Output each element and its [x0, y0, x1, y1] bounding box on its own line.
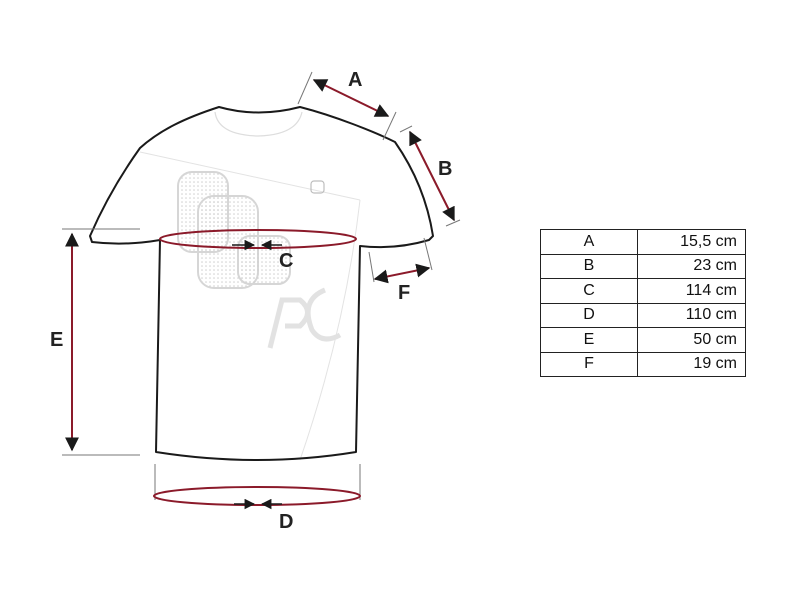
- label-e: E: [50, 329, 63, 351]
- table-row: A 15,5 cm: [540, 229, 746, 255]
- measure-b: [399, 125, 461, 227]
- size-value: 23 cm: [637, 253, 746, 279]
- size-value: 19 cm: [637, 351, 746, 377]
- table-row: C 114 cm: [540, 278, 746, 304]
- table-row: E 50 cm: [540, 327, 746, 353]
- table-row: B 23 cm: [540, 253, 746, 279]
- measure-a: [297, 71, 397, 141]
- size-table: A 15,5 cm B 23 cm C 114 cm D 110 cm E 50…: [540, 229, 746, 377]
- size-key: E: [540, 327, 638, 353]
- table-row: D 110 cm: [540, 302, 746, 328]
- size-value: 50 cm: [637, 327, 746, 353]
- label-a: A: [348, 69, 362, 91]
- tshirt-outline: [89, 106, 434, 461]
- measure-e: [62, 228, 140, 456]
- measure-c: [159, 229, 357, 251]
- size-value: 110 cm: [637, 302, 746, 328]
- label-d: D: [279, 511, 293, 533]
- label-f: F: [398, 282, 410, 304]
- size-key: A: [540, 229, 638, 255]
- shirt-print-watermark: [139, 111, 361, 461]
- measure-d: [153, 464, 361, 510]
- measure-f: [368, 237, 433, 284]
- label-c: C: [279, 250, 293, 272]
- size-value: 15,5 cm: [637, 229, 746, 255]
- size-key: F: [540, 351, 638, 377]
- size-value: 114 cm: [637, 278, 746, 304]
- size-key: C: [540, 278, 638, 304]
- table-row: F 19 cm: [540, 351, 746, 377]
- size-key: D: [540, 302, 638, 328]
- size-key: B: [540, 253, 638, 279]
- label-b: B: [438, 158, 452, 180]
